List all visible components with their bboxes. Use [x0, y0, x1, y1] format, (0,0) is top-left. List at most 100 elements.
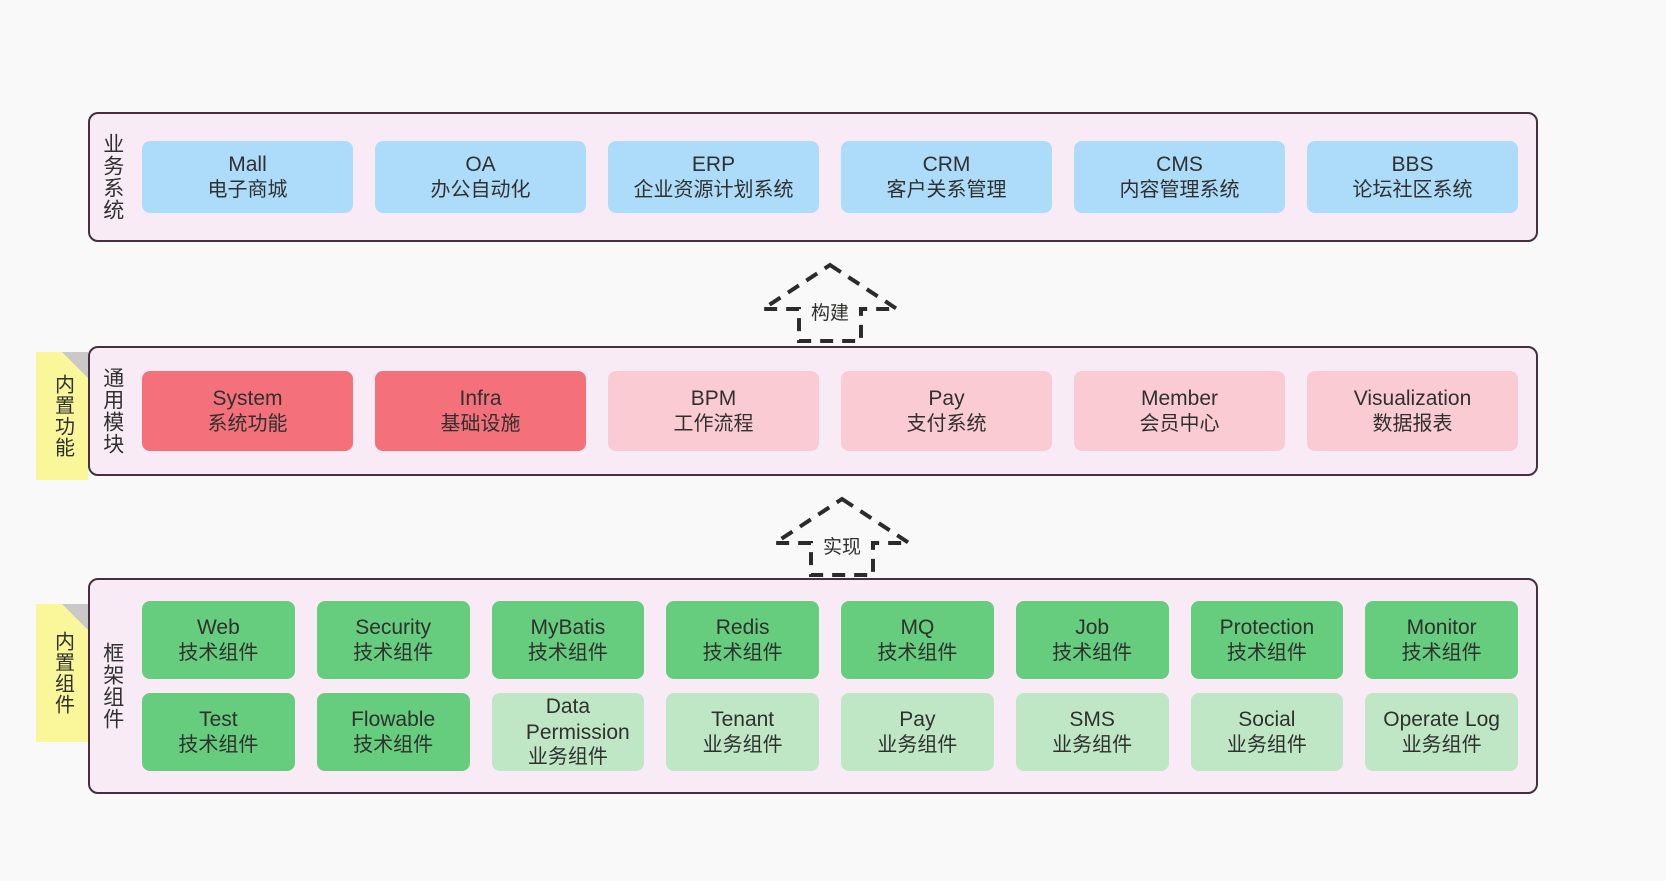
node-infra[interactable]: Infra 基础设施 [375, 371, 586, 451]
node-social[interactable]: Social 业务组件 [1190, 693, 1344, 771]
node-title: Infra [459, 387, 502, 410]
node-subtitle: 支付系统 [906, 412, 987, 435]
node-bpm[interactable]: BPM 工作流程 [608, 371, 819, 451]
node-subtitle: 技术组件 [527, 641, 608, 664]
node-operate-log[interactable]: Operate Log 业务组件 [1365, 693, 1518, 771]
node-tenant[interactable]: Tenant 业务组件 [666, 693, 819, 771]
node-subtitle: 技术组件 [1401, 641, 1482, 664]
node-data-permission[interactable]: Data Permission 业务组件 [491, 693, 645, 771]
node-title: Job [1075, 616, 1110, 639]
node-protection[interactable]: Protection 技术组件 [1190, 601, 1344, 679]
node-subtitle: 电子商城 [207, 178, 288, 201]
connector-implement: 实现 [768, 496, 916, 578]
node-subtitle: 技术组件 [353, 733, 434, 756]
note-label: 内置组件 [51, 631, 74, 715]
note-label: 内置功能 [51, 374, 74, 458]
node-subtitle: 技术组件 [178, 641, 259, 664]
node-subtitle: 客户关系管理 [886, 178, 1007, 201]
node-subtitle: 会员中心 [1139, 412, 1220, 435]
node-title: Redis [715, 616, 770, 639]
node-erp[interactable]: ERP 企业资源计划系统 [608, 141, 819, 213]
node-title: Test [199, 708, 238, 731]
node-visualization[interactable]: Visualization 数据报表 [1307, 371, 1518, 451]
node-title: Security [355, 616, 432, 639]
node-title: MyBatis [530, 616, 606, 639]
arrow-up-shape [768, 496, 916, 577]
node-title: Tenant [711, 708, 775, 731]
node-pay-module[interactable]: Pay 支付系统 [841, 371, 1052, 451]
node-pay-component[interactable]: Pay 业务组件 [841, 693, 994, 771]
node-title: ERP [691, 153, 736, 176]
node-title: Social [1238, 708, 1296, 731]
node-subtitle: 数据报表 [1372, 412, 1453, 435]
node-row: Test 技术组件 Flowable 技术组件 Data Permission … [142, 693, 1518, 771]
connector-label-implement: 实现 [819, 532, 865, 559]
sticky-note-builtin-components: 内置组件 [36, 604, 88, 742]
node-subtitle: 技术组件 [702, 641, 783, 664]
node-crm[interactable]: CRM 客户关系管理 [841, 141, 1052, 213]
node-subtitle: 业务组件 [877, 733, 958, 756]
node-row: Mall 电子商城 OA 办公自动化 ERP 企业资源计划系统 CRM 客户关系… [142, 141, 1518, 213]
note-fold-corner-icon [62, 604, 88, 630]
node-title: OA [465, 153, 496, 176]
node-web[interactable]: Web 技术组件 [142, 601, 295, 679]
node-title: Pay [899, 708, 936, 731]
layer-body-framework: Web 技术组件 Security 技术组件 MyBatis 技术组件 Redi… [134, 580, 1536, 792]
node-subtitle: 技术组件 [1226, 641, 1307, 664]
layer-title-business: 业务系统 [100, 133, 124, 221]
layer-body-modules: System 系统功能 Infra 基础设施 BPM 工作流程 Pay 支付系统… [134, 348, 1536, 474]
node-test[interactable]: Test 技术组件 [142, 693, 295, 771]
node-mybatis[interactable]: MyBatis 技术组件 [491, 601, 645, 679]
layer-common-modules: 通用模块 System 系统功能 Infra 基础设施 BPM 工作流程 Pay… [88, 346, 1538, 476]
connector-build: 构建 [756, 262, 904, 344]
sticky-note-builtin-features: 内置功能 [36, 352, 88, 480]
layer-title-modules: 通用模块 [100, 367, 124, 455]
node-title: Data Permission [525, 695, 630, 744]
node-system[interactable]: System 系统功能 [142, 371, 353, 451]
node-title: BPM [690, 387, 737, 410]
arrow-up-shape [756, 262, 904, 343]
node-subtitle: 系统功能 [207, 412, 288, 435]
node-job[interactable]: Job 技术组件 [1015, 601, 1169, 679]
node-subtitle: 业务组件 [1401, 733, 1482, 756]
node-title: CMS [1156, 153, 1203, 176]
node-subtitle: 论坛社区系统 [1352, 178, 1473, 201]
node-sms[interactable]: SMS 业务组件 [1015, 693, 1169, 771]
node-title: CRM [922, 153, 971, 176]
node-member[interactable]: Member 会员中心 [1074, 371, 1285, 451]
node-subtitle: 技术组件 [877, 641, 958, 664]
node-title: Visualization [1353, 387, 1472, 410]
node-title: Pay [928, 387, 965, 410]
node-subtitle: 工作流程 [673, 412, 754, 435]
node-redis[interactable]: Redis 技术组件 [666, 601, 819, 679]
node-subtitle: 业务组件 [527, 746, 608, 769]
node-subtitle: 办公自动化 [430, 178, 531, 201]
node-title: Flowable [351, 708, 436, 731]
node-cms[interactable]: CMS 内容管理系统 [1074, 141, 1285, 213]
layer-title-framework: 框架组件 [100, 642, 124, 730]
node-row: Web 技术组件 Security 技术组件 MyBatis 技术组件 Redi… [142, 601, 1518, 679]
node-title: Member [1140, 387, 1219, 410]
node-subtitle: 内容管理系统 [1119, 178, 1240, 201]
node-title: Mall [228, 153, 267, 176]
node-subtitle: 基础设施 [440, 412, 521, 435]
node-title: MQ [900, 616, 935, 639]
node-mq[interactable]: MQ 技术组件 [841, 601, 994, 679]
node-mall[interactable]: Mall 电子商城 [142, 141, 353, 213]
node-oa[interactable]: OA 办公自动化 [375, 141, 586, 213]
node-flowable[interactable]: Flowable 技术组件 [316, 693, 470, 771]
node-monitor[interactable]: Monitor 技术组件 [1365, 601, 1518, 679]
node-security[interactable]: Security 技术组件 [316, 601, 470, 679]
node-bbs[interactable]: BBS 论坛社区系统 [1307, 141, 1518, 213]
node-subtitle: 技术组件 [178, 733, 259, 756]
node-subtitle: 技术组件 [353, 641, 434, 664]
node-title: System [212, 387, 283, 410]
node-subtitle: 业务组件 [1052, 733, 1133, 756]
node-subtitle: 业务组件 [702, 733, 783, 756]
node-title: Operate Log [1383, 708, 1500, 731]
connector-label-build: 构建 [807, 298, 853, 325]
note-fold-corner-icon [62, 352, 88, 378]
node-title: Protection [1219, 616, 1315, 639]
node-title: Monitor [1406, 616, 1477, 639]
